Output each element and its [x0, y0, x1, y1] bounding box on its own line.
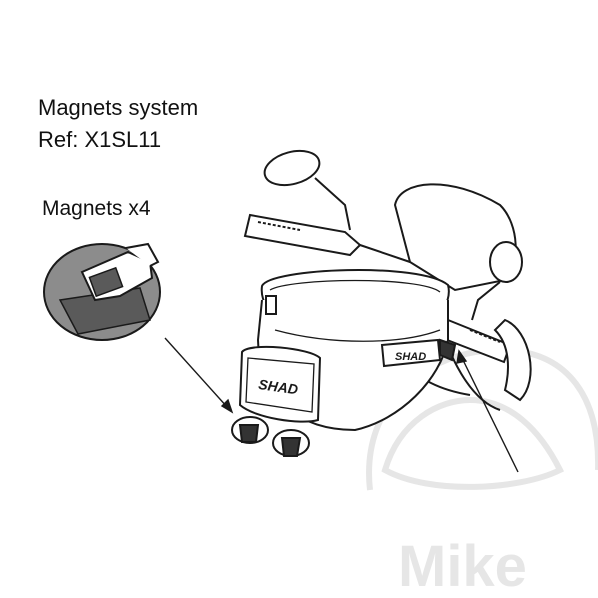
tank-bag-icon: SHAD SHAD [238, 269, 457, 432]
watermark-text: Mike [398, 534, 527, 598]
arrow-magnet-pointer [164, 337, 234, 414]
magnet-feet-icon [231, 416, 310, 457]
bag-front-brand: SHAD [258, 376, 300, 397]
bag-side-brand: SHAD [395, 351, 426, 363]
magnets-quantity-label: Magnets x4 [42, 197, 151, 220]
system-title: Magnets system [38, 95, 199, 120]
motorcycle-icon [243, 149, 532, 411]
reference-code: Ref: X1SL11 [38, 127, 162, 152]
arrow-tank-pointer [456, 349, 519, 473]
magnet-disc-icon [43, 242, 161, 341]
